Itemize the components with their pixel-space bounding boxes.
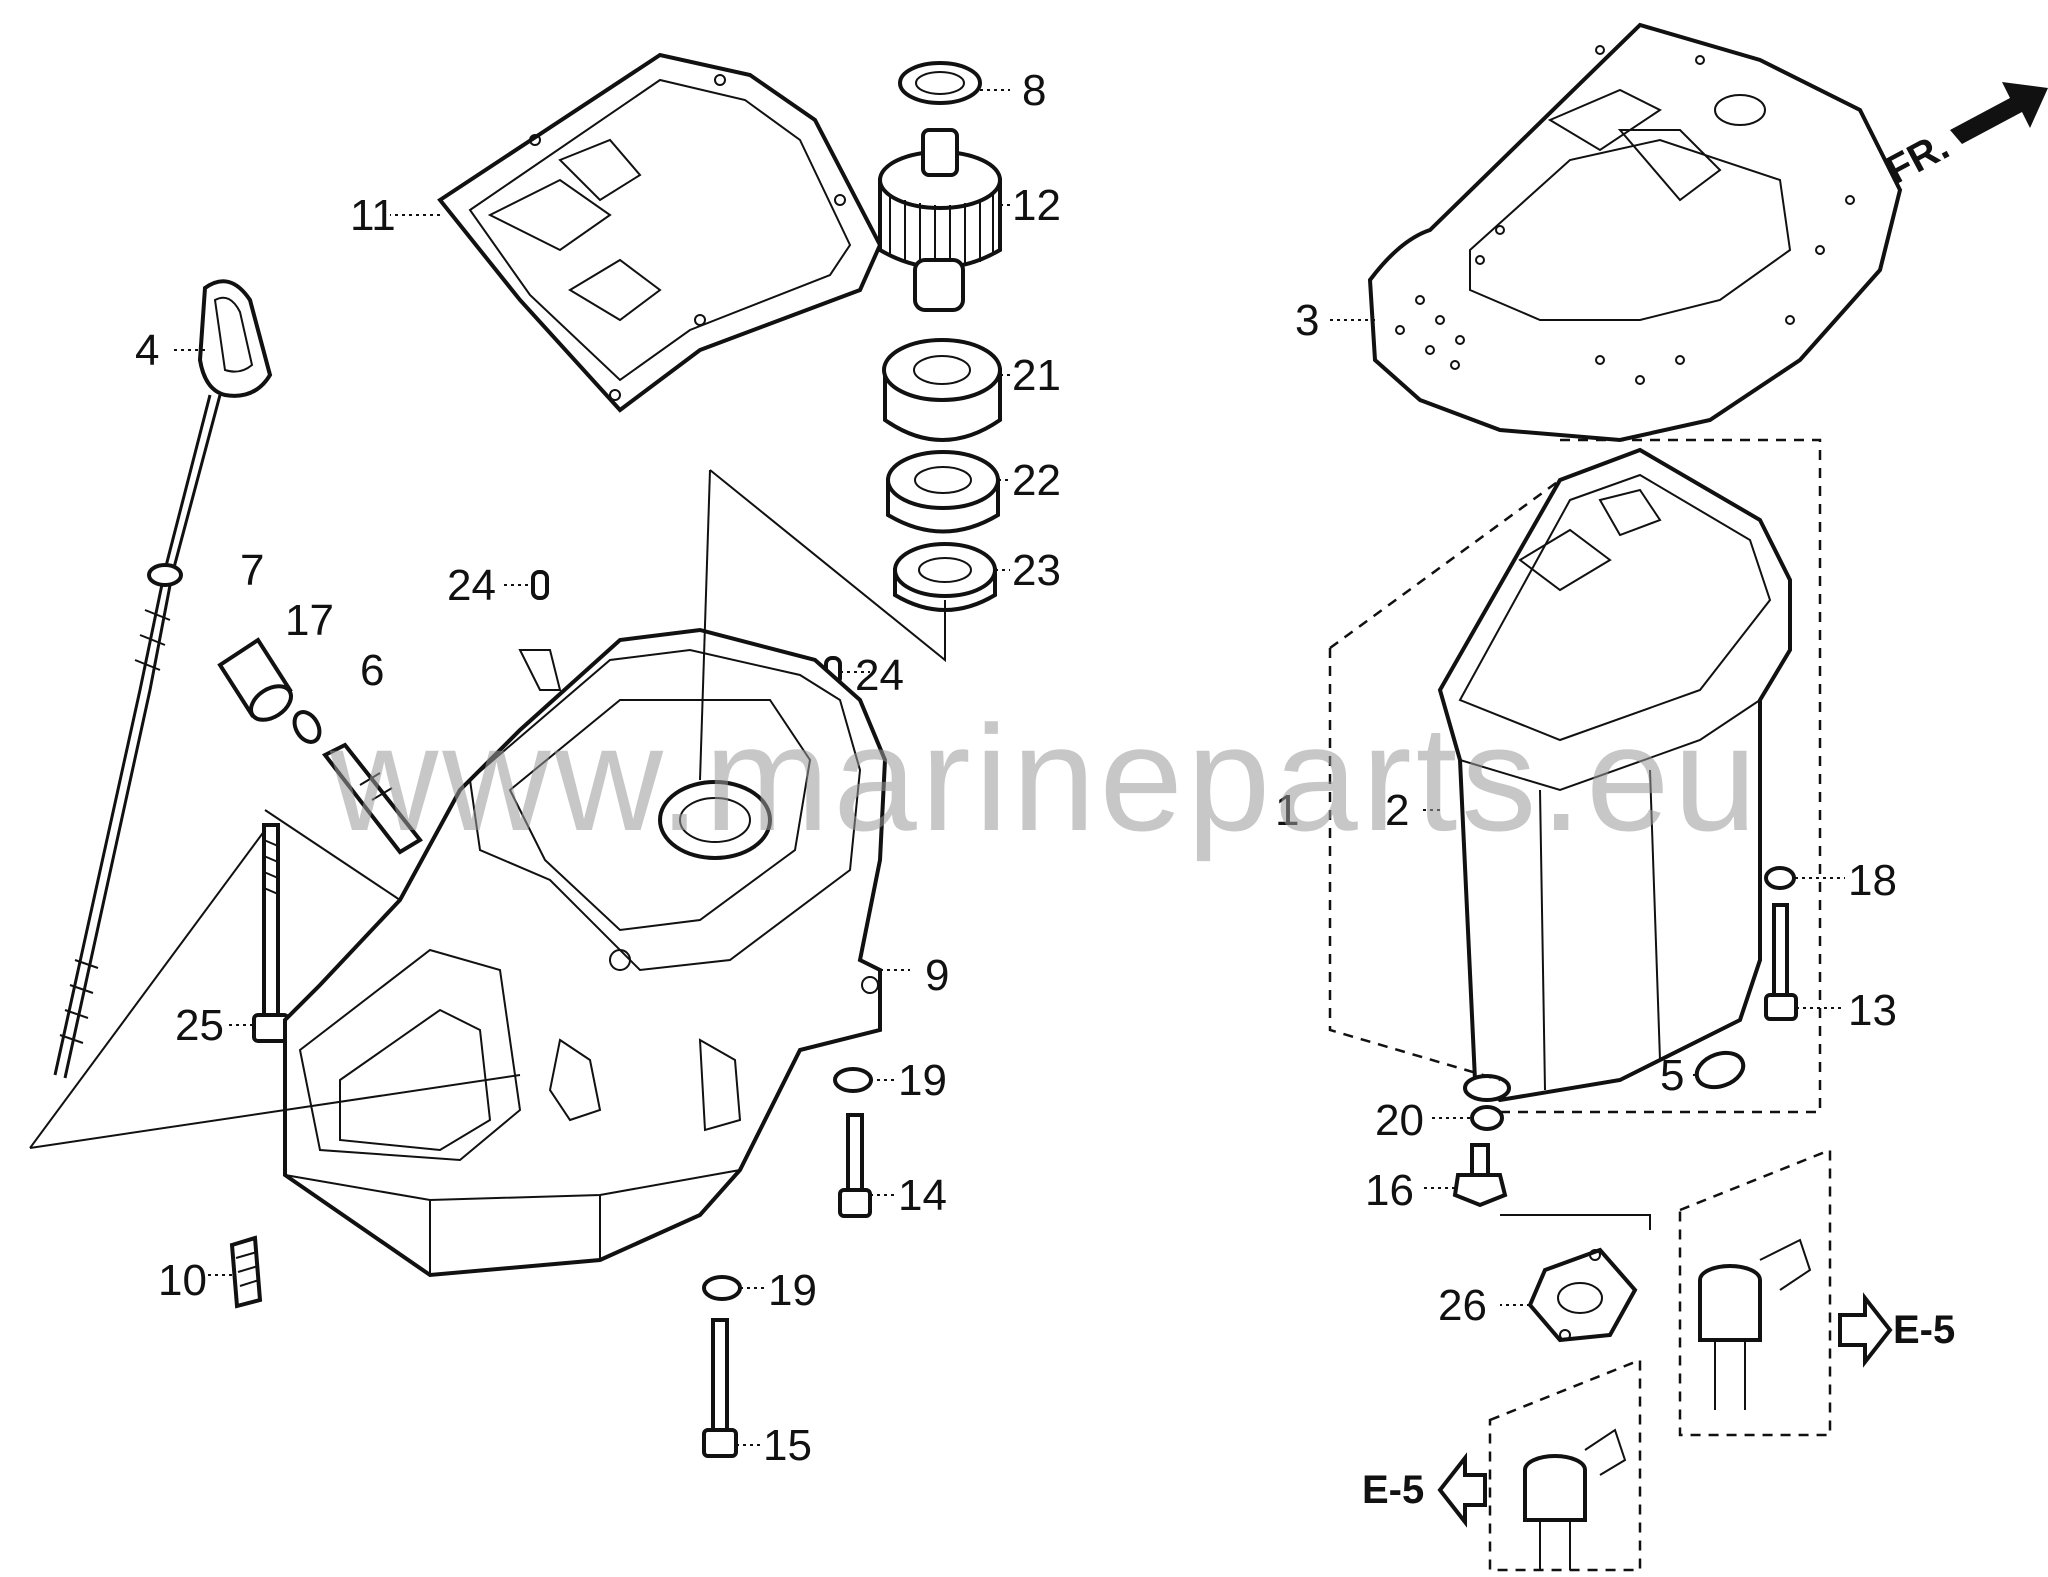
callout-17: 17 xyxy=(285,596,334,645)
callout-13: 13 xyxy=(1848,986,1897,1035)
callout-14: 14 xyxy=(898,1171,947,1220)
callout-9: 9 xyxy=(925,951,949,1000)
plug-part-10 xyxy=(229,1235,263,1309)
gasket-part-26 xyxy=(1527,1247,1638,1343)
reference-part-e5-left xyxy=(1523,1428,1627,1570)
o-ring-part-5 xyxy=(1694,1050,1746,1090)
callout-26: 26 xyxy=(1438,1281,1487,1330)
callout-1: 1 xyxy=(1275,786,1299,835)
callout-leaders xyxy=(170,89,1845,1446)
ref-e5-left: E-5 xyxy=(1362,1468,1424,1512)
seal-part-23 xyxy=(893,542,997,612)
ref-e5-right: E-5 xyxy=(1893,1308,1955,1352)
callout-24b: 24 xyxy=(855,651,904,700)
bolt-part-13 xyxy=(1764,903,1798,1021)
callout-10: 10 xyxy=(158,1256,207,1305)
callout-22: 22 xyxy=(1012,456,1061,505)
callout-7: 7 xyxy=(240,546,264,595)
callout-16: 16 xyxy=(1365,1166,1414,1215)
oil-case-part xyxy=(283,627,888,1278)
callout-3: 3 xyxy=(1295,296,1319,345)
gear-part-12 xyxy=(878,128,1002,312)
callout-4: 4 xyxy=(135,326,159,375)
dipstick-part-4 xyxy=(53,279,273,1079)
callout-12: 12 xyxy=(1012,181,1061,230)
drain-bolt-part-16 xyxy=(1452,1143,1508,1208)
callout-2: 2 xyxy=(1385,786,1409,835)
bolt-part-14 xyxy=(838,1113,872,1218)
dowel-pin-part-24a xyxy=(531,570,549,600)
bearing-part-22 xyxy=(886,450,1000,534)
callout-18: 18 xyxy=(1848,856,1897,905)
callout-25: 25 xyxy=(175,1001,224,1050)
callout-20: 20 xyxy=(1375,1096,1424,1145)
bolt-part-15 xyxy=(702,1318,738,1458)
plate-part-3 xyxy=(1367,22,1903,443)
bolt-part-25 xyxy=(252,823,290,1043)
nut-part-19a xyxy=(833,1067,873,1093)
shaft-part-6 xyxy=(321,742,423,855)
oil-pan-part-2 xyxy=(1437,447,1792,1103)
callouts: 1 2 3 4 5 6 7 8 9 10 11 12 13 14 15 16 1… xyxy=(135,66,1897,1470)
callout-15: 15 xyxy=(763,1421,812,1470)
reference-part-e5-right xyxy=(1698,1238,1812,1410)
plug-part-7 xyxy=(217,637,293,722)
arrow-e5-left-icon xyxy=(1437,1452,1487,1528)
callout-11: 11 xyxy=(350,191,396,240)
washer-part-20 xyxy=(1470,1105,1504,1131)
watermark-text: www.marineparts.eu xyxy=(329,694,1761,862)
callout-24a: 24 xyxy=(447,561,496,610)
callout-5: 5 xyxy=(1660,1051,1684,1100)
assembly-lines-left xyxy=(29,469,946,1149)
callout-19b: 19 xyxy=(768,1266,817,1315)
callout-21: 21 xyxy=(1012,351,1061,400)
callout-19a: 19 xyxy=(898,1056,947,1105)
gasket-part-11 xyxy=(437,52,883,413)
nut-part-19b xyxy=(702,1275,742,1301)
circlip-part-8 xyxy=(898,61,982,105)
arrow-e5-right-icon xyxy=(1838,1292,1893,1368)
assembly-lines-right xyxy=(1328,438,1832,1572)
callout-6: 6 xyxy=(360,646,384,695)
front-arrow-icon xyxy=(1950,82,2048,144)
callout-23: 23 xyxy=(1012,546,1061,595)
o-ring-part-17 xyxy=(292,710,322,744)
washer-part-18 xyxy=(1764,866,1796,890)
callout-8: 8 xyxy=(1022,66,1046,115)
bearing-part-21 xyxy=(882,338,1002,442)
